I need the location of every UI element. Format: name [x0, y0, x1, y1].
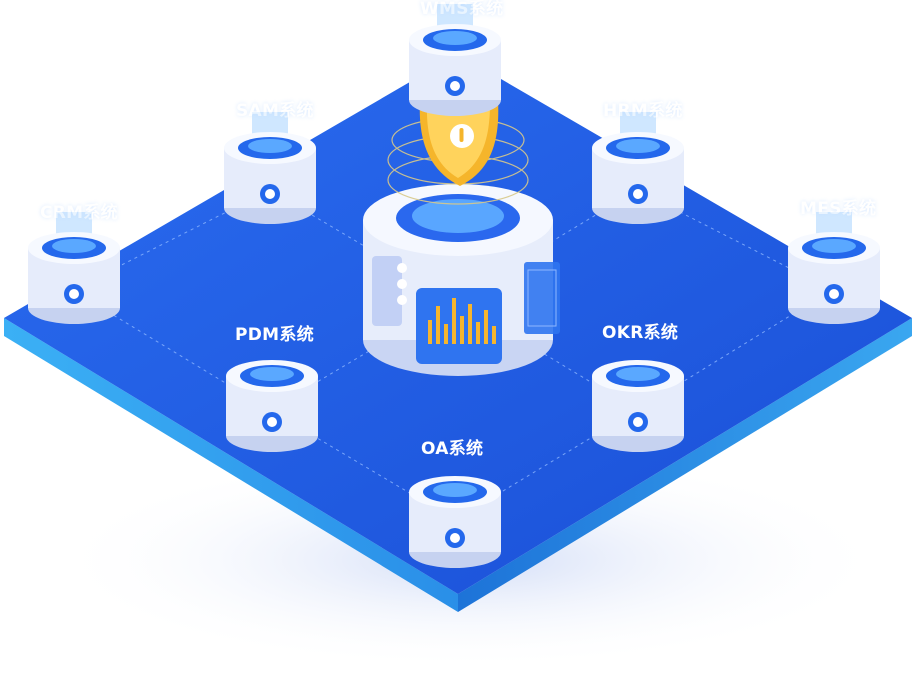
label-okr: OKR系统: [602, 323, 679, 343]
label-wms: WMS系统: [420, 0, 504, 19]
node-hrm: [592, 112, 684, 224]
node-wms: [409, 4, 501, 116]
node-pdm: [226, 360, 318, 452]
label-mes: MES系统: [800, 199, 877, 219]
label-pdm: PDM系统: [235, 325, 314, 345]
label-sam: SAM系统: [236, 101, 314, 121]
platform-edge-left: [4, 318, 458, 612]
label-oa: OA系统: [421, 439, 484, 459]
platform-edge-right: [458, 318, 912, 612]
node-crm: [28, 212, 120, 324]
label-crm: CRM系统: [40, 203, 118, 223]
node-okr: [592, 360, 684, 452]
node-mes: [788, 212, 880, 324]
node-oa: [409, 476, 501, 568]
equalizer-bars: [428, 298, 496, 344]
central-hub: [363, 117, 560, 376]
label-hrm: HRM系统: [603, 101, 683, 121]
node-sam: [224, 112, 316, 224]
